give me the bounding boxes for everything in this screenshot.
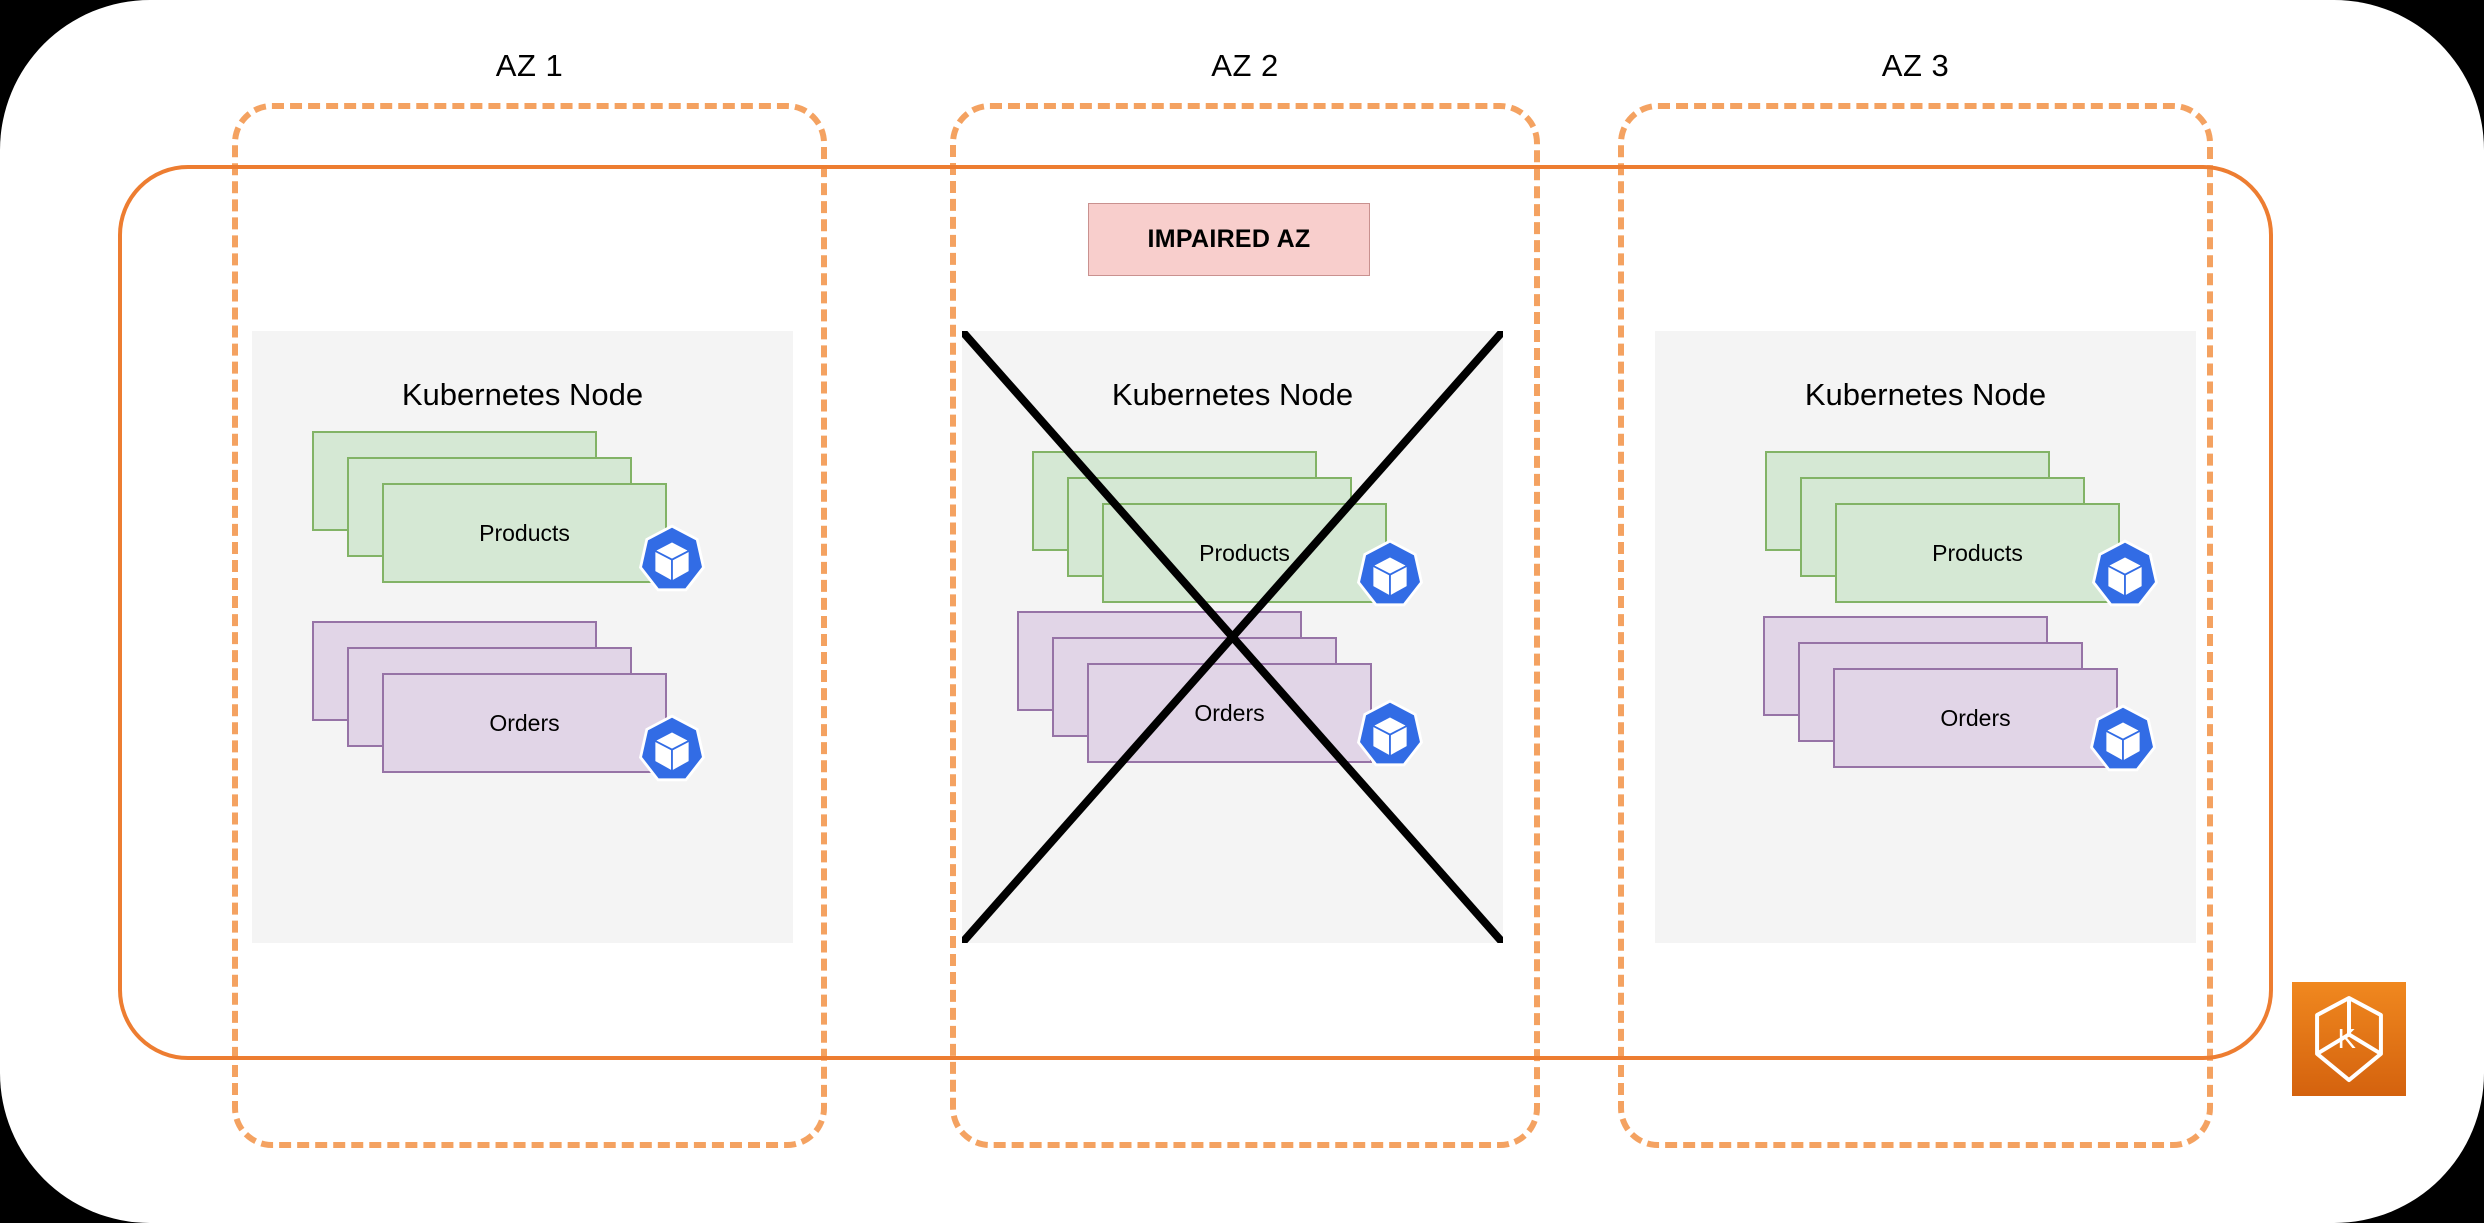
kubernetes-icon <box>637 714 707 784</box>
kubernetes-icon <box>1355 699 1425 769</box>
aws-eks-logo: K <box>2292 982 2406 1096</box>
az-label-1: AZ 1 <box>495 48 564 83</box>
pod-label-orders: Orders <box>489 709 560 736</box>
kubernetes-node-az3: Kubernetes Node Products <box>1655 331 2196 943</box>
svg-text:K: K <box>2338 1023 2356 1054</box>
kubernetes-icon <box>2088 704 2158 774</box>
pod-stack-orders-az2[interactable]: Orders <box>1017 611 1372 763</box>
pod-label-products: Products <box>1199 539 1290 566</box>
pod-label-orders: Orders <box>1940 704 2011 731</box>
eks-cluster-boundary <box>118 165 2273 1060</box>
kubernetes-node-az2: Kubernetes Node Products <box>962 331 1503 943</box>
pod-stack-orders-az3[interactable]: Orders <box>1763 616 2118 768</box>
pod-stack-products-az1[interactable]: Products <box>312 431 667 583</box>
node-title-az1: Kubernetes Node <box>401 377 644 412</box>
pod-stack-products-az2[interactable]: Products <box>1032 451 1387 603</box>
az-boundary-2 <box>950 103 1540 1148</box>
kubernetes-icon <box>637 524 707 594</box>
pod-stack-orders-az1[interactable]: Orders <box>312 621 667 773</box>
kubernetes-icon <box>1355 539 1425 609</box>
az-label-3: AZ 3 <box>1881 48 1950 83</box>
pod-label-products: Products <box>1932 539 2023 566</box>
pod-label-products: Products <box>479 519 570 546</box>
status-badge-impaired-az: IMPAIRED AZ <box>1088 203 1370 276</box>
az-boundary-1 <box>232 103 827 1148</box>
pod-replica <box>382 673 667 773</box>
node-title-az3: Kubernetes Node <box>1804 377 2047 412</box>
pod-stack-products-az3[interactable]: Products <box>1765 451 2120 603</box>
az-label-2: AZ 2 <box>1211 48 1279 83</box>
node-title-az2: Kubernetes Node <box>1111 377 1354 412</box>
kubernetes-node-az1: Kubernetes Node Products <box>252 331 793 943</box>
pod-replica <box>1833 668 2118 768</box>
kubernetes-icon <box>2090 539 2160 609</box>
pod-label-orders: Orders <box>1194 699 1265 726</box>
pod-replica <box>1835 503 2120 603</box>
az-boundary-3 <box>1618 103 2213 1148</box>
